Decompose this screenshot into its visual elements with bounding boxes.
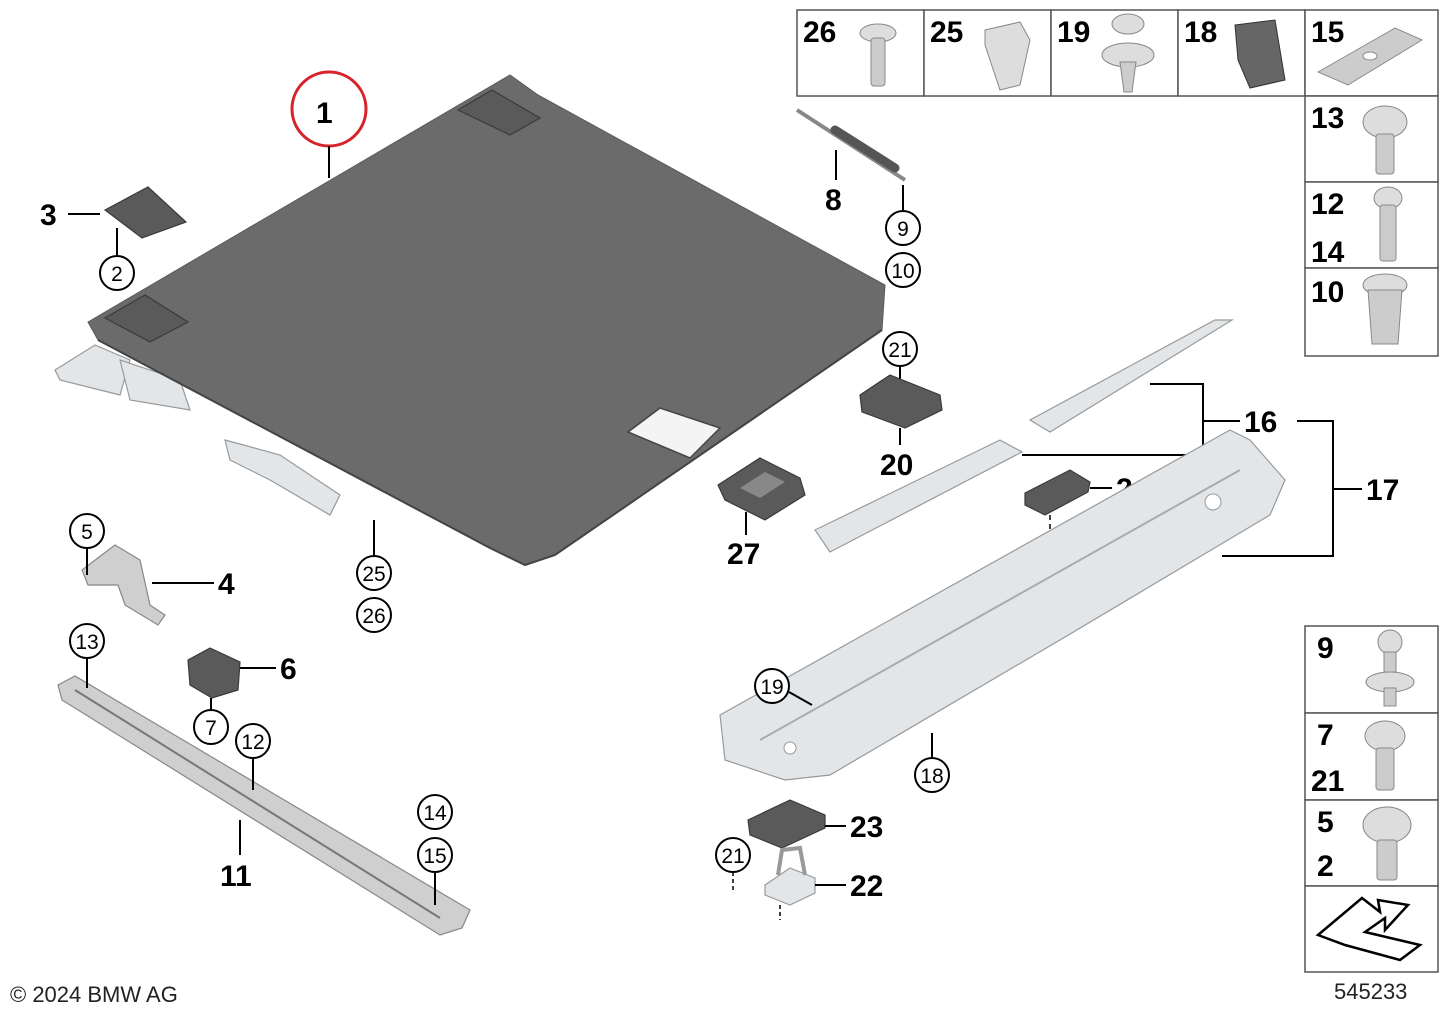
ball-stud-icon[interactable] (1365, 629, 1415, 707)
part-strut[interactable] (795, 108, 907, 182)
callout-15[interactable]: 15 (423, 845, 446, 868)
screw-icon[interactable] (859, 23, 897, 87)
legend-label-18: 18 (1184, 16, 1217, 49)
callout-12[interactable]: 12 (241, 731, 264, 754)
long-screw-icon[interactable] (1373, 186, 1403, 262)
legend-label-15: 15 (1311, 16, 1344, 49)
callout-6[interactable]: 6 (280, 653, 297, 686)
legend-label-13: 13 (1311, 102, 1344, 135)
callout-circle-14[interactable] (417, 794, 453, 830)
callout-5[interactable]: 5 (81, 521, 93, 544)
callout-13[interactable]: 13 (75, 631, 98, 654)
callout-22[interactable]: 22 (850, 870, 883, 903)
rivet-nut-icon[interactable] (1362, 273, 1408, 345)
view-direction-arrow-icon[interactable] (1315, 896, 1423, 962)
callout-16[interactable]: 16 (1244, 406, 1277, 439)
callout-21[interactable]: 21 (888, 339, 911, 362)
part-cover-23[interactable] (747, 799, 826, 849)
callout-7[interactable]: 7 (205, 717, 217, 740)
callout-3[interactable]: 3 (40, 199, 57, 232)
part-holder[interactable] (859, 374, 943, 429)
legend-label-12: 12 (1311, 188, 1344, 221)
part-loading-sill-trim[interactable] (719, 429, 1286, 781)
legend-label-5: 5 (1317, 806, 1334, 839)
callout-27[interactable]: 27 (727, 538, 760, 571)
callout-circle-7[interactable] (193, 709, 229, 745)
callout-23[interactable]: 23 (850, 811, 883, 844)
plate-nut-icon[interactable] (1316, 27, 1424, 86)
part-handle[interactable] (717, 457, 806, 521)
callout-circle-10[interactable] (885, 252, 921, 288)
callout-26[interactable]: 26 (362, 605, 385, 628)
callout-circle-26[interactable] (356, 597, 392, 633)
legend-label-2: 2 (1317, 850, 1334, 883)
callout-circle-2[interactable] (99, 255, 135, 291)
part-bracket[interactable] (81, 544, 166, 626)
callout-19[interactable]: 19 (760, 676, 783, 699)
callout-2[interactable]: 2 (111, 263, 123, 286)
legend-label-10: 10 (1311, 276, 1344, 309)
callout-1[interactable]: 1 (316, 97, 333, 130)
legend-top-row: 26 25 19 18 15 (796, 9, 1439, 97)
part-cover-24[interactable] (1024, 469, 1091, 516)
callout-circle-18[interactable] (914, 757, 950, 793)
legend-label-9: 9 (1317, 632, 1334, 665)
part-scuff-plate-upper[interactable] (1028, 319, 1235, 433)
part-tie-down-eye[interactable] (764, 845, 816, 906)
legend-label-26: 26 (803, 16, 836, 49)
part-rail[interactable] (57, 675, 471, 936)
legend-label-21: 21 (1311, 765, 1344, 798)
part-cap[interactable] (103, 186, 188, 239)
collar-screw-icon[interactable] (1362, 806, 1412, 881)
legend-right-top: 13 12 14 10 (1304, 95, 1439, 357)
callout-9[interactable]: 9 (897, 218, 909, 241)
callout-circle-25[interactable] (356, 555, 392, 591)
callout-circle-19[interactable] (754, 668, 790, 704)
legend-right-bottom: 9 7 21 5 2 (1304, 625, 1439, 973)
copyright-text: © 2024 BMW AG (10, 982, 178, 1007)
legend-label-25: 25 (930, 16, 963, 49)
callout-11[interactable]: 11 (220, 860, 252, 893)
rivet-clip-icon[interactable] (984, 21, 1031, 91)
legend-label-7: 7 (1317, 719, 1334, 752)
callout-21b[interactable]: 21 (721, 845, 744, 868)
legend-label-14: 14 (1311, 236, 1345, 269)
callout-10[interactable]: 10 (891, 260, 914, 283)
load-floor-panel[interactable] (54, 74, 886, 567)
legend-label-19: 19 (1057, 16, 1090, 49)
callout-14[interactable]: 14 (423, 802, 447, 825)
flange-screw-icon[interactable] (1362, 105, 1408, 175)
callout-25[interactable]: 25 (362, 563, 385, 586)
callout-17[interactable]: 17 (1366, 474, 1399, 507)
callout-circle-9[interactable] (885, 210, 921, 246)
callout-4[interactable]: 4 (218, 568, 235, 601)
clip-nut-icon[interactable] (1234, 19, 1286, 89)
part-scuff-plate-lower[interactable] (814, 439, 1024, 553)
push-clip-icon[interactable] (1101, 13, 1155, 93)
callout-8[interactable]: 8 (825, 184, 842, 217)
part-clip-6[interactable] (187, 647, 241, 699)
torx-screw-icon[interactable] (1364, 720, 1406, 791)
callout-20[interactable]: 20 (880, 449, 913, 482)
diagram-id: 545233 (1334, 979, 1407, 1004)
callout-18[interactable]: 18 (920, 765, 943, 788)
